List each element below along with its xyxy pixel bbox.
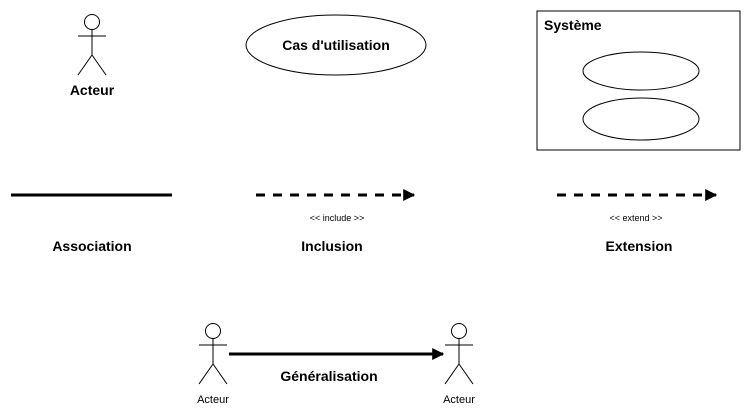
include-stereotype-label: << include >> (310, 213, 365, 223)
system-use-case-ellipse-1 (582, 51, 700, 91)
generalization-source-actor-label: Acteur (197, 394, 229, 406)
actor-stick-figure-icon (77, 14, 107, 76)
association-label: Association (52, 238, 131, 254)
system-use-case-ellipse-2 (582, 97, 700, 141)
extension-label: Extension (606, 238, 673, 254)
inclusion-label: Inclusion (301, 238, 362, 254)
use-case-label: Cas d'utilisation (282, 37, 390, 53)
generalization-target-actor-icon (444, 323, 474, 385)
system-label: Système (544, 17, 602, 33)
generalization-target-actor-label: Acteur (443, 394, 475, 406)
generalization-source-actor-icon (198, 323, 228, 385)
extend-stereotype-label: << extend >> (609, 213, 662, 223)
generalization-label: Généralisation (280, 368, 377, 384)
actor-label: Acteur (70, 82, 115, 98)
use-case-ellipse (245, 14, 427, 76)
